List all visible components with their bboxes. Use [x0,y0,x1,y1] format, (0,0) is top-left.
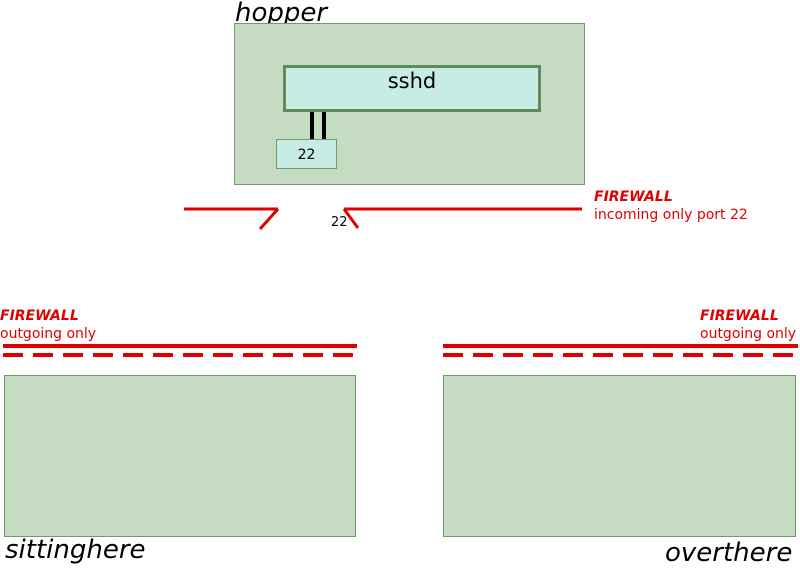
overthere-host-box [443,375,796,537]
top-firewall-title: FIREWALL [594,189,673,205]
top-firewall-opening-label: 22 [331,215,348,230]
top-firewall-right-lip [342,208,360,229]
left-firewall-title: FIREWALL [0,308,79,324]
left-firewall-description: outgoing only [0,326,97,342]
top-firewall-description: incoming only port 22 [594,207,748,223]
sshd-service-label: sshd [387,69,437,93]
sittinghere-host-label: sittinghere [5,535,146,565]
sshd-port-connector [310,112,328,140]
right-firewall-description: outgoing only [700,326,797,342]
overthere-host-label: overthere [665,538,793,568]
hopper-host-label: hopper [235,0,328,28]
ssh-port-label: 22 [297,147,316,163]
sshd-service-box: sshd [283,65,541,112]
right-firewall-title: FIREWALL [700,308,779,324]
ssh-port-box: 22 [276,139,337,169]
sittinghere-host-box [4,375,356,537]
top-firewall-left-lip [258,207,280,231]
